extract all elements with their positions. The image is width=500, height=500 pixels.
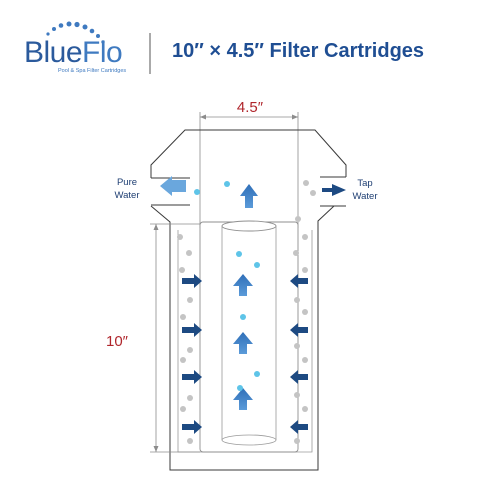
height-dimension-label: 10″: [106, 333, 129, 350]
inward-arrow: [290, 370, 308, 384]
brand-name: BlueFlo: [24, 36, 122, 69]
inward-arrow: [290, 274, 308, 288]
gray-particles: [177, 180, 316, 444]
inlet-arrow: [322, 184, 346, 196]
up-arrow: [233, 388, 253, 410]
cyan-particles: [194, 181, 260, 391]
inward-arrows-right: [290, 274, 308, 434]
up-arrow: [233, 274, 253, 296]
up-arrow: [240, 184, 258, 208]
width-dimension: 4.5″: [199, 99, 299, 228]
inward-arrow: [182, 323, 202, 337]
inlet-label-line1: Tap: [357, 178, 372, 189]
outlet-label-line2: Water: [115, 190, 140, 201]
inward-arrow: [182, 420, 202, 434]
outlet-arrow: [160, 176, 186, 196]
inward-arrow: [290, 420, 308, 434]
width-dimension-label: 4.5″: [237, 99, 264, 116]
outlet-label-line1: Pure: [117, 177, 137, 188]
filter-cartridge: [199, 220, 299, 453]
inlet-label-line2: Water: [353, 191, 378, 202]
up-flow-arrows: [233, 184, 258, 410]
page-title: 10″ × 4.5″ Filter Cartridges: [172, 40, 424, 62]
inward-arrows-left: [182, 274, 202, 434]
inward-arrow: [182, 370, 202, 384]
logo-dots-arc: [46, 21, 105, 44]
outlet-flow: [160, 176, 186, 196]
brand-tagline: Pool & Spa Filter Cartridges: [58, 68, 126, 74]
inward-arrow: [182, 274, 202, 288]
brand-logo: BlueFlo Pool & Spa Filter Cartridges: [24, 21, 126, 74]
inward-arrow: [290, 323, 308, 337]
up-arrow: [233, 332, 253, 354]
height-dimension: 10″: [106, 223, 200, 453]
